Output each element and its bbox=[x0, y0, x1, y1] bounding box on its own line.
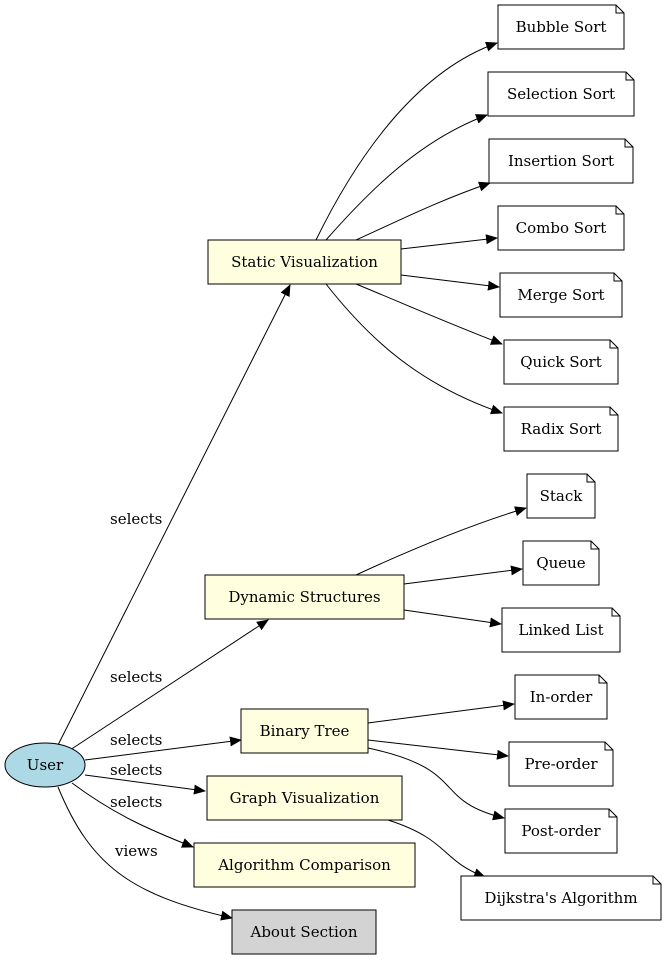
note-quick-sort-label: Quick Sort bbox=[520, 353, 602, 371]
note-bubble-sort: Bubble Sort bbox=[497, 4, 625, 50]
note-linked-list: Linked List bbox=[501, 607, 621, 653]
note-post-order: Post-order bbox=[504, 808, 618, 854]
node-dynamic-structures-label: Dynamic Structures bbox=[228, 588, 380, 606]
note-merge-sort: Merge Sort bbox=[499, 272, 623, 318]
edge-static-radix bbox=[325, 283, 503, 415]
edge-user-static bbox=[57, 284, 291, 746]
node-static-visualization: Static Visualization bbox=[207, 239, 402, 285]
node-static-visualization-label: Static Visualization bbox=[231, 253, 378, 271]
note-stack: Stack bbox=[526, 473, 596, 519]
edge-label-selects-comparison: selects bbox=[110, 793, 162, 811]
note-dijkstra-label: Dijkstra's Algorithm bbox=[484, 889, 637, 907]
note-dijkstra: Dijkstra's Algorithm bbox=[460, 875, 662, 921]
node-user: User bbox=[4, 742, 86, 788]
edge-label-selects-binary: selects bbox=[110, 731, 162, 749]
edge-label-views-about: views bbox=[114, 842, 158, 860]
note-in-order: In-order bbox=[514, 674, 608, 720]
edge-static-bubble bbox=[315, 41, 498, 241]
edge-dynamic-linked bbox=[403, 609, 502, 628]
edge-user-about bbox=[57, 786, 233, 921]
note-stack-label: Stack bbox=[540, 487, 584, 505]
edges bbox=[57, 41, 527, 921]
edge-user-dynamic bbox=[69, 619, 269, 751]
edge-labels: selects selects selects selects selects … bbox=[110, 510, 162, 860]
note-combo-sort-label: Combo Sort bbox=[516, 219, 607, 237]
node-graph-visualization: Graph Visualization bbox=[206, 775, 403, 821]
edge-binary-postorder bbox=[367, 747, 505, 821]
note-radix-sort: Radix Sort bbox=[503, 406, 619, 452]
note-quick-sort: Quick Sort bbox=[503, 339, 619, 385]
note-queue-label: Queue bbox=[536, 554, 585, 572]
note-post-order-label: Post-order bbox=[521, 822, 601, 840]
node-algorithm-comparison-label: Algorithm Comparison bbox=[217, 856, 391, 874]
edge-user-binary bbox=[84, 736, 242, 761]
note-in-order-label: In-order bbox=[530, 688, 593, 706]
note-insertion-sort-label: Insertion Sort bbox=[508, 152, 614, 170]
note-radix-sort-label: Radix Sort bbox=[521, 420, 602, 438]
edge-binary-inorder bbox=[367, 700, 515, 724]
edge-dynamic-queue bbox=[403, 565, 523, 585]
node-about-section-label: About Section bbox=[250, 923, 358, 941]
node-graph-visualization-label: Graph Visualization bbox=[230, 789, 380, 807]
note-pre-order: Pre-order bbox=[508, 741, 614, 787]
edge-static-quick bbox=[355, 283, 503, 345]
node-binary-tree-label: Binary Tree bbox=[260, 722, 350, 740]
node-binary-tree: Binary Tree bbox=[240, 708, 369, 754]
edge-label-selects-dynamic: selects bbox=[110, 668, 162, 686]
edge-static-merge bbox=[400, 274, 500, 291]
note-queue: Queue bbox=[522, 540, 600, 586]
node-user-label: User bbox=[27, 756, 64, 774]
edge-user-comparison bbox=[71, 782, 194, 848]
note-pre-order-label: Pre-order bbox=[524, 755, 598, 773]
node-algorithm-comparison: Algorithm Comparison bbox=[193, 842, 416, 888]
edge-dynamic-stack bbox=[355, 506, 527, 576]
note-merge-sort-label: Merge Sort bbox=[517, 286, 604, 304]
edge-graph-dijkstra bbox=[387, 819, 486, 878]
node-dynamic-structures: Dynamic Structures bbox=[204, 574, 405, 620]
note-insertion-sort: Insertion Sort bbox=[488, 138, 634, 184]
note-combo-sort: Combo Sort bbox=[497, 205, 625, 251]
edge-binary-preorder bbox=[367, 739, 509, 760]
edge-static-insertion bbox=[355, 181, 491, 241]
edge-label-selects-graph: selects bbox=[110, 761, 162, 779]
note-bubble-sort-label: Bubble Sort bbox=[516, 18, 607, 36]
note-selection-sort: Selection Sort bbox=[487, 71, 635, 117]
note-linked-list-label: Linked List bbox=[518, 621, 603, 639]
edge-label-selects-static: selects bbox=[110, 510, 162, 528]
note-selection-sort-label: Selection Sort bbox=[507, 85, 615, 103]
edge-static-selection bbox=[325, 114, 488, 241]
edge-static-combo bbox=[400, 234, 498, 250]
edge-user-graph bbox=[84, 774, 206, 795]
node-about-section: About Section bbox=[231, 909, 377, 955]
